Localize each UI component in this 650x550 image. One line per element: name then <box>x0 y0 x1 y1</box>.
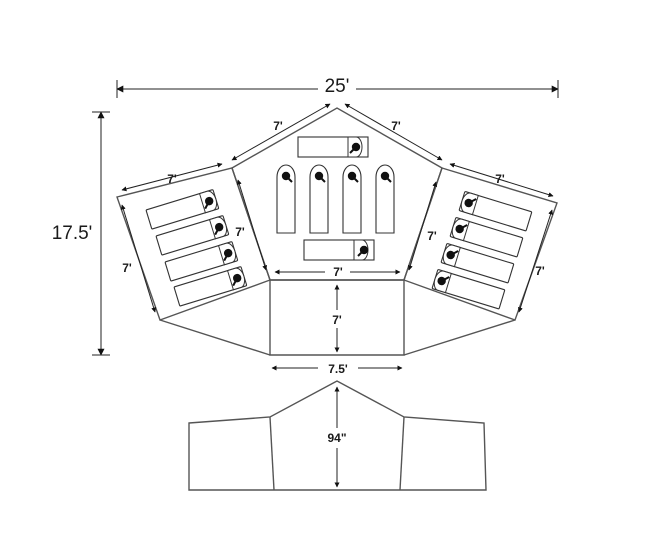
right-wing-dimensions: 7' 7' 7' <box>407 162 554 313</box>
vestibule-depth-label: 7' <box>332 313 342 327</box>
sleeping-bag <box>375 164 395 234</box>
vestibule-width-label: 7' <box>333 265 343 279</box>
sleeping-bag <box>303 239 375 261</box>
left-wing-dimensions: 7' 7' 7' <box>120 162 268 313</box>
right-wing-inner-label: 7' <box>427 229 437 243</box>
center-right-edge-label: 7' <box>391 119 401 133</box>
overall-width-label: 25' <box>325 76 350 97</box>
right-wing-outer-label: 7' <box>535 264 545 278</box>
vestibule-dimensions: 7' 7' 7.5' <box>271 265 403 376</box>
vestibule-base-width-label: 7.5' <box>328 362 348 376</box>
left-wing-sleeping-bags <box>145 188 248 308</box>
sleeping-bag <box>309 164 329 234</box>
sleeping-bag <box>342 164 362 234</box>
right-wing-top-label: 7' <box>495 172 505 186</box>
overall-width-dimension: 25' <box>116 76 559 98</box>
overall-depth-dimension: 17.5' <box>52 111 110 356</box>
sleeping-bag <box>276 164 296 234</box>
overall-depth-label: 17.5' <box>52 223 93 244</box>
left-wing-inner-label: 7' <box>235 225 245 239</box>
sleeping-bag <box>297 136 369 158</box>
left-wing-top-label: 7' <box>167 172 177 186</box>
center-pod-sleeping-bags <box>276 136 395 261</box>
center-height-label: 94" <box>327 431 346 445</box>
center-left-edge-label: 7' <box>273 119 283 133</box>
right-wing-sleeping-bags <box>431 190 533 310</box>
left-wing-outer-label: 7' <box>122 261 132 275</box>
front-elevation: 94" <box>188 380 487 491</box>
center-pod-dimensions: 7' 7' <box>231 103 443 161</box>
